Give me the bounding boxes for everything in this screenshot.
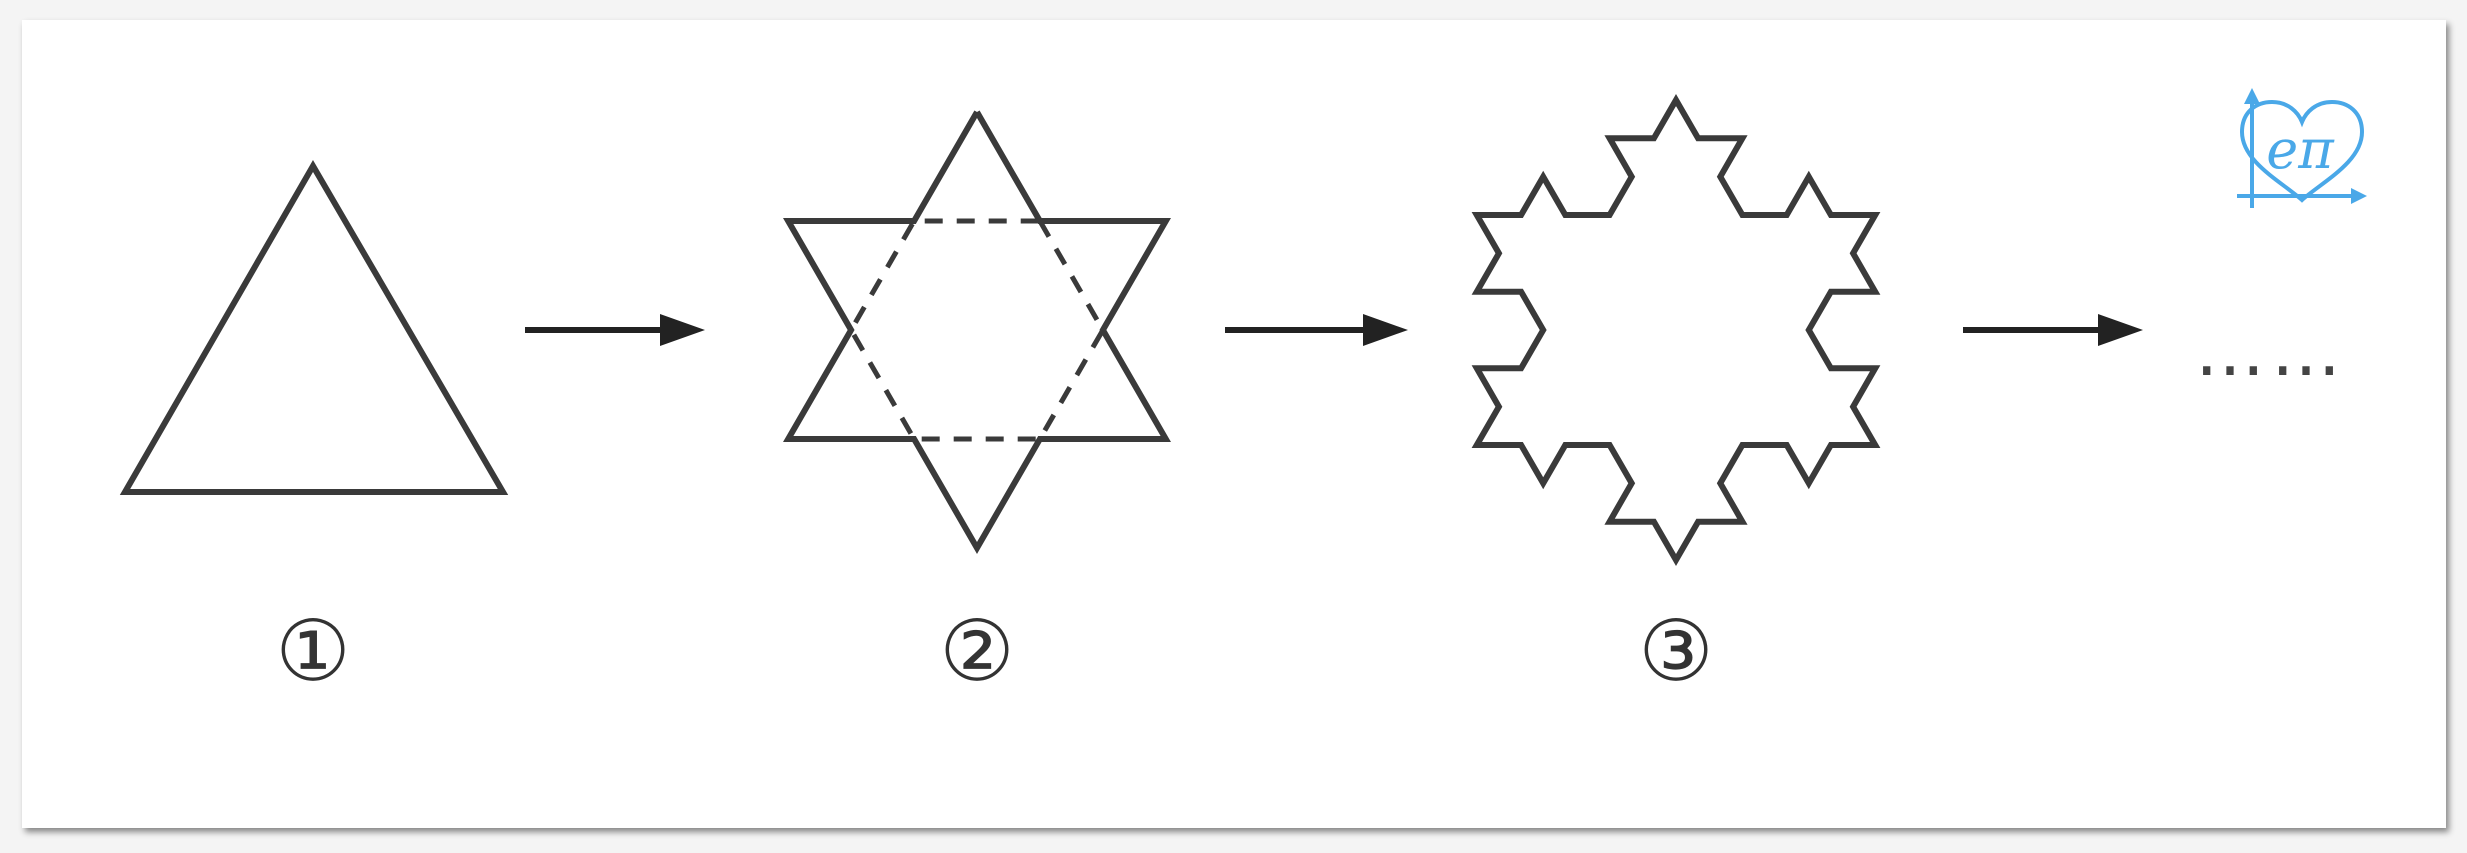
stage-2-dashed-hexagon [848,218,1106,442]
arrow-3 [1963,314,2143,346]
stage-3-koch-snowflake [1471,93,1881,567]
arrow-1 [525,314,705,346]
figure-label-3: ③ [1638,602,1713,700]
heart-axes-logo-icon: eπ [2237,88,2367,208]
figure-label-2: ② [939,602,1014,700]
continuation-ellipsis: …… [2195,310,2347,392]
stage-2-star-outline [783,110,1171,555]
stage-1-triangle [119,160,509,495]
arrow-2 [1225,314,1408,346]
figure-label-1: ① [275,602,350,700]
stage-2-star [783,110,1171,555]
logo-text: eπ [2266,118,2335,181]
diagram-frame [22,20,2446,828]
